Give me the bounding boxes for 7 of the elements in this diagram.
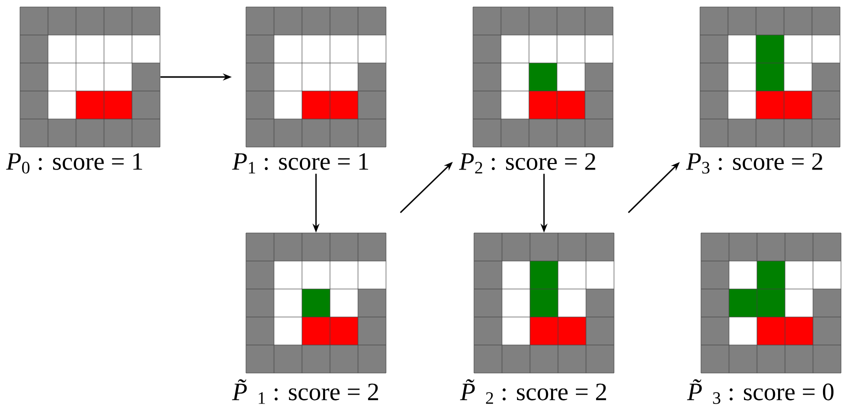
node-label: P̃$_{2}$ : score = 2	[460, 379, 606, 404]
node-label: P$_{3}$ : score = 2	[686, 153, 822, 174]
node-label: P̃$_{3}$ : score = 0	[687, 379, 834, 404]
node-label: P$_{2}$ : score = 2	[459, 153, 596, 174]
node-label: P$_{1}$ : score = 1	[232, 153, 368, 174]
node-label: P$_{0}$ : score = 1	[6, 153, 142, 174]
node-label: P̃$_{1}$ : score = 2	[232, 379, 378, 404]
